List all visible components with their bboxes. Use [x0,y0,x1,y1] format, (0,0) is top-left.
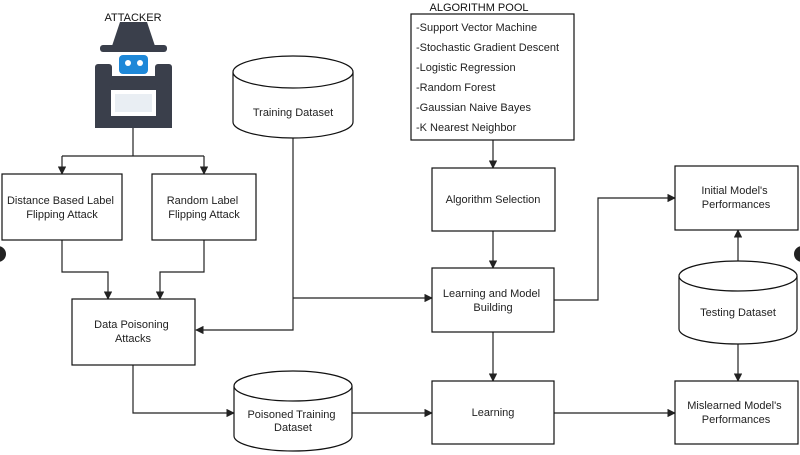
shoulder-right [155,64,172,86]
edge-training-to-poisoning [195,138,294,335]
edge-attacker-split [62,128,204,157]
edges [57,128,743,418]
edge-random-to-poisoning [155,240,205,300]
mislearned-performance-node: Mislearned Model's Performances [674,380,799,445]
hat-top [112,22,155,46]
learning-model-building-node: Learning and Model Building [431,267,555,333]
random-attack-label: Random Label Flipping Attack [167,195,242,221]
distance-attack-node: Distance Based Label Flipping Attack [1,173,123,241]
learning-model-building-label: Learning and Model Building [443,288,543,314]
testing-dataset-node: Testing Dataset [678,260,798,345]
algo-item: -Stochastic Gradient Descent [416,42,559,54]
mislearned-performance-label: Mislearned Model's Performances [687,400,784,426]
algorithm-pool-title: ALGORITHM POOL [429,2,528,14]
algo-item: -Random Forest [416,82,495,94]
algo-item: -Logistic Regression [416,62,516,74]
attacker-label: ATTACKER [104,12,161,24]
poisoned-dataset-node: Poisoned Training Dataset [233,370,353,452]
poisoned-dataset-label: Poisoned Training Dataset [247,409,338,434]
right-edge-dot [794,246,800,262]
algo-item: -K Nearest Neighbor [416,122,517,134]
laptop-inner [115,94,152,112]
algorithm-selection-node: Algorithm Selection [431,167,556,232]
random-attack-node: Random Label Flipping Attack [151,173,257,241]
edge-poisoning-to-poisoned-dataset [132,365,235,418]
face-mask [119,55,148,74]
algo-item: -Support Vector Machine [416,22,537,34]
algorithm-pool-node: ALGORITHM POOL -Support Vector Machine -… [410,2,575,141]
testing-dataset-label: Testing Dataset [700,307,776,319]
shoulder-left [95,64,112,86]
algorithm-selection-label: Algorithm Selection [446,194,541,206]
initial-performance-label: Initial Model's Performances [701,185,770,211]
training-dataset-node: Training Dataset [232,55,354,139]
learning-label: Learning [472,407,515,419]
learning-node: Learning [431,380,555,445]
edge-distance-to-poisoning [61,240,113,300]
training-dataset-label: Training Dataset [253,107,333,119]
edge-learning-model-to-initial-perf [554,193,676,301]
data-poisoning-label: Data Poisoning Attacks [94,319,172,345]
algorithm-pool-list: -Support Vector Machine -Stochastic Grad… [416,22,562,134]
algo-item: -Gaussian Naive Bayes [416,102,531,114]
left-eye [125,60,131,66]
left-edge-dot [0,246,6,262]
distance-attack-label: Distance Based Label Flipping Attack [7,195,117,221]
data-poisoning-node: Data Poisoning Attacks [71,298,196,366]
right-eye [137,60,143,66]
hat-brim [100,45,167,52]
spy-hacker-icon [95,22,172,128]
initial-performance-node: Initial Model's Performances [674,165,799,231]
